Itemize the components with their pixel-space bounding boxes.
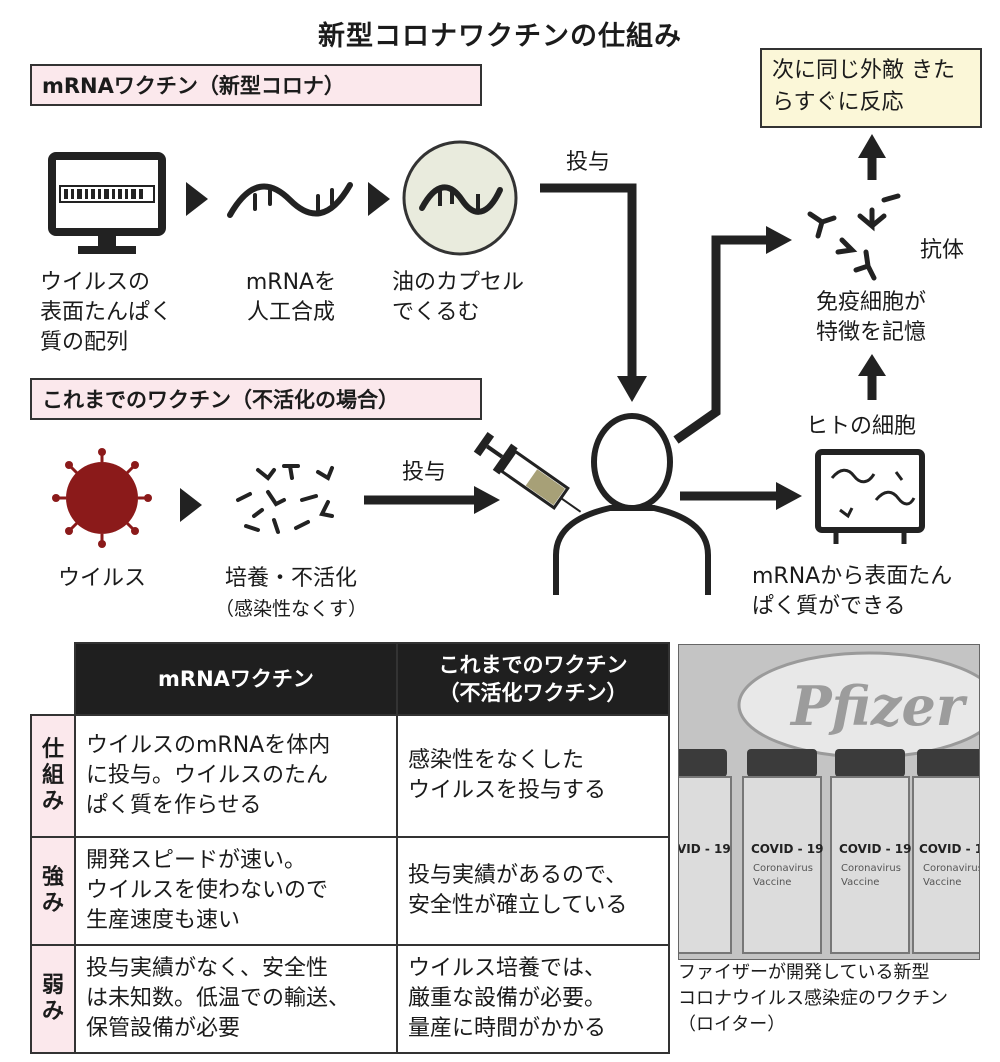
react-next-callout: 次に同じ外敵 きたらすぐに反応: [760, 48, 982, 128]
row-label-mechanism: 仕組み: [30, 714, 76, 838]
virus-caption: ウイルス: [58, 566, 147, 591]
strength-conventional-cell: 投与実績があるので、 安全性が確立している: [396, 836, 670, 946]
row-label-weakness: 弱み: [30, 944, 76, 1054]
step-capsule-caption: 油のカプセル でくるむ: [392, 270, 525, 325]
human-cell-icon: [815, 449, 925, 544]
step-arrow-icon: [186, 182, 208, 216]
mechanism-mrna-cell: ウイルスのmRNAを体内 に投与。ウイルスのたん ぱく質を作らせる: [74, 714, 398, 838]
pfizer-logo-text: Pfizer: [789, 674, 968, 738]
svg-text:VID - 19: VID - 19: [679, 842, 731, 856]
human-figure-icon: [553, 413, 711, 595]
dose-arrow-icon: [540, 183, 637, 380]
inactivated-virus-fragments-icon: [236, 464, 334, 534]
table-corner: [31, 643, 75, 715]
syringe-icon: [473, 432, 582, 513]
svg-text:Coronavirus: Coronavirus: [753, 863, 813, 874]
svg-text:Vaccine: Vaccine: [923, 877, 961, 888]
step-arrow-icon: [180, 488, 202, 522]
row-label-strength: 強み: [30, 836, 76, 946]
table-row: 強み 開発スピードが速い。 ウイルスを使わないので 生産速度も速い 投与実績があ…: [30, 836, 670, 946]
mrna-section-label: mRNAワクチン（新型コロナ）: [30, 64, 482, 106]
weakness-conventional-cell: ウイルス培養では、 厳重な設備が必要。 量産に時間がかかる: [396, 944, 670, 1054]
step-arrow-icon: [368, 182, 390, 216]
svg-text:COVID - 19: COVID - 19: [919, 842, 979, 856]
page-title: 新型コロナワクチンの仕組み: [318, 21, 682, 52]
mrna-strand-icon: [227, 182, 353, 218]
inactivation-caption: 培養・不活化: [224, 566, 357, 591]
immune-arrow-icon: [673, 235, 770, 444]
weakness-mrna-cell: 投与実績がなく、安全性 は未知数。低温での輸送、 保管設備が必要: [74, 944, 398, 1054]
dose-label-bottom: 投与: [402, 460, 447, 485]
svg-text:Coronavirus: Coronavirus: [841, 863, 901, 874]
vaccine-vials-image: Pfizer VID - 19 COVID - 19 Coronavirus V…: [679, 645, 979, 959]
inactivation-note: （感染性なくす）: [214, 598, 367, 620]
svg-text:Vaccine: Vaccine: [753, 877, 791, 888]
vial-group: VID - 19 COVID - 19 Coronavirus Vaccine …: [679, 749, 979, 954]
conventional-section-label: これまでのワクチン（不活化の場合）: [30, 378, 482, 420]
monitor-icon: [48, 152, 166, 254]
step-sequence-caption: ウイルスの 表面たんぱく 質の配列: [40, 270, 173, 355]
human-cell-label: ヒトの細胞: [806, 414, 917, 439]
svg-text:Coronavirus: Coronavirus: [923, 863, 979, 874]
svg-text:Vaccine: Vaccine: [841, 877, 879, 888]
vaccine-photo: Pfizer VID - 19 COVID - 19 Coronavirus V…: [678, 644, 980, 960]
table-row: 仕組み ウイルスのmRNAを体内 に投与。ウイルスのたん ぱく質を作らせる 感染…: [30, 714, 670, 838]
antibody-icon: [807, 193, 901, 281]
comparison-table: mRNAワクチン これまでのワクチン （不活化ワクチン） 仕組み ウイルスのmR…: [30, 642, 670, 1054]
immune-memory-caption: 免疫細胞が 特徴を記憶: [815, 290, 926, 345]
strength-mrna-cell: 開発スピードが速い。 ウイルスを使わないので 生産速度も速い: [74, 836, 398, 946]
virus-icon: [52, 448, 152, 548]
surface-protein-caption: mRNAから表面たん ぱく質ができる: [752, 564, 953, 619]
svg-text:COVID - 19: COVID - 19: [751, 842, 823, 856]
table-header-mrna: mRNAワクチン: [74, 642, 398, 716]
antibody-label: 抗体: [920, 238, 965, 263]
table-header-conventional: これまでのワクチン （不活化ワクチン）: [396, 642, 670, 716]
oil-capsule-icon: [402, 140, 518, 256]
mechanism-conventional-cell: 感染性をなくした ウイルスを投与する: [396, 714, 670, 838]
photo-caption: ファイザーが開発している新型 コロナウイルス感染症のワクチン （ロイター）: [678, 962, 948, 1035]
svg-text:COVID - 19: COVID - 19: [839, 842, 911, 856]
step-synthesis-caption: mRNAを 人工合成: [245, 270, 337, 325]
flow-illustration: [48, 134, 925, 595]
table-row: 弱み 投与実績がなく、安全性 は未知数。低温での輸送、 保管設備が必要 ウイルス…: [30, 944, 670, 1054]
dose-label-top: 投与: [566, 150, 611, 175]
